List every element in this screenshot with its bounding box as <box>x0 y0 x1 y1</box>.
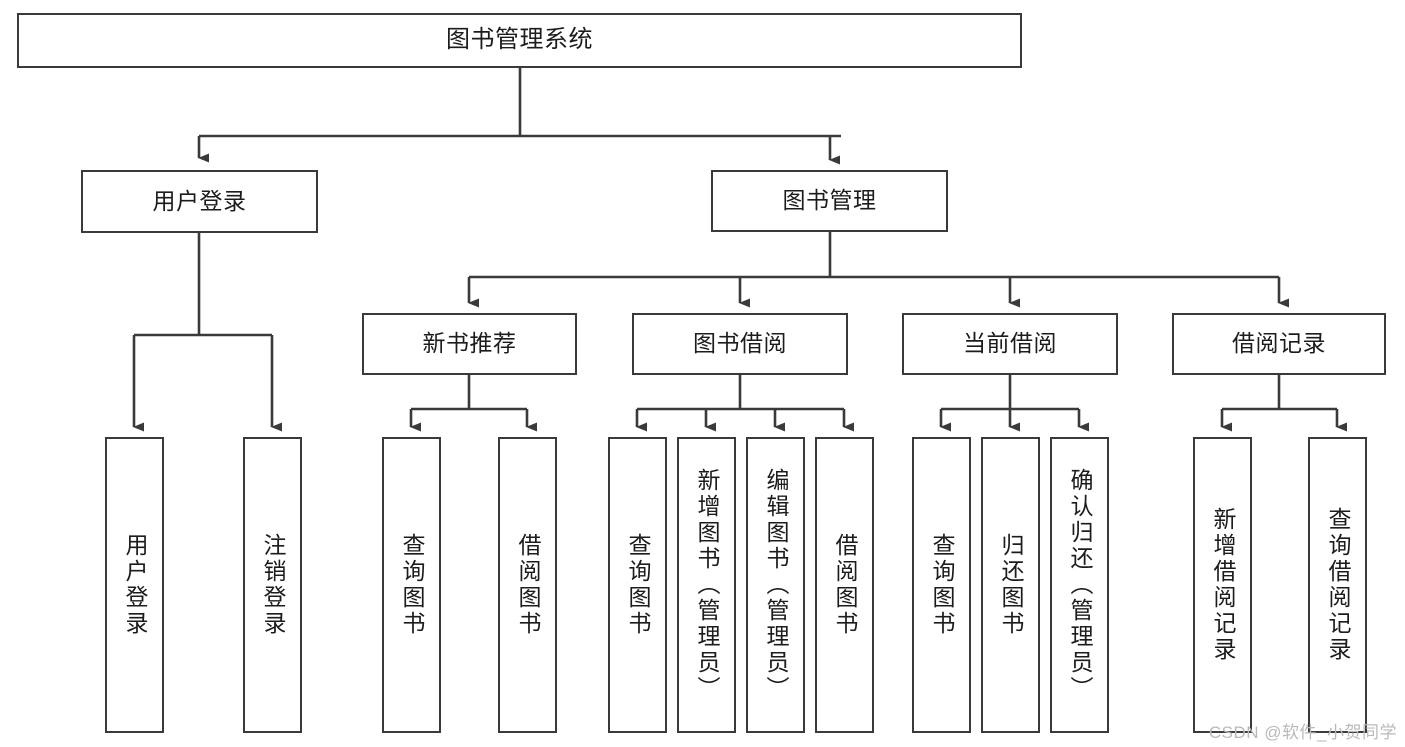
leaf-add-record[interactable]: 新增借阅记录 <box>1193 437 1252 733</box>
node-label: 当前借阅 <box>963 330 1057 357</box>
node-label: 查询图书 <box>625 533 651 637</box>
node-book-management[interactable]: 图书管理 <box>711 170 948 232</box>
leaf-user-login[interactable]: 用户登录 <box>105 437 164 733</box>
leaf-borrow-book-1[interactable]: 借阅图书 <box>498 437 557 733</box>
leaf-query-book-3[interactable]: 查询图书 <box>912 437 971 733</box>
node-label: 图书借阅 <box>693 330 787 357</box>
node-new-book-recommend[interactable]: 新书推荐 <box>362 313 577 375</box>
node-borrow-record[interactable]: 借阅记录 <box>1172 313 1386 375</box>
leaf-borrow-book-2[interactable]: 借阅图书 <box>815 437 874 733</box>
node-label: 借阅图书 <box>832 533 858 637</box>
node-label: 图书管理 <box>782 187 877 214</box>
leaf-query-book-2[interactable]: 查询图书 <box>608 437 667 733</box>
node-label: 查询图书 <box>929 533 955 637</box>
node-label: 新增借阅记录 <box>1210 507 1236 663</box>
csdn-watermark: CSDN @软件_小贺同学 <box>1208 723 1397 742</box>
leaf-edit-book[interactable]: 编辑图书（管理员） <box>746 437 805 733</box>
leaf-confirm-return[interactable]: 确认归还（管理员） <box>1050 437 1109 733</box>
node-label: 用户登录 <box>152 187 247 214</box>
node-label: 新书推荐 <box>422 330 517 357</box>
node-label: 查询借阅记录 <box>1325 507 1351 663</box>
node-user-login[interactable]: 用户登录 <box>81 170 318 233</box>
leaf-add-book[interactable]: 新增图书（管理员） <box>677 437 736 733</box>
node-label: 查询图书 <box>399 533 425 637</box>
node-book-borrow[interactable]: 图书借阅 <box>632 313 848 375</box>
leaf-query-book-1[interactable]: 查询图书 <box>382 437 441 733</box>
leaf-query-record[interactable]: 查询借阅记录 <box>1308 437 1367 733</box>
node-label: 借阅图书 <box>515 533 541 637</box>
node-label: 图书管理系统 <box>446 26 593 54</box>
node-label: 编辑图书（管理员） <box>763 468 789 702</box>
node-label: 注销登录 <box>260 533 286 637</box>
node-label: 确认归还（管理员） <box>1067 468 1093 702</box>
node-current-borrow[interactable]: 当前借阅 <box>902 313 1118 375</box>
node-label: 新增图书（管理员） <box>694 468 720 702</box>
node-label: 借阅记录 <box>1232 330 1326 357</box>
leaf-logout-login[interactable]: 注销登录 <box>243 437 302 733</box>
node-label: 归还图书 <box>998 533 1024 637</box>
leaf-return-book[interactable]: 归还图书 <box>981 437 1040 733</box>
node-label: 用户登录 <box>122 533 148 637</box>
node-root-system[interactable]: 图书管理系统 <box>17 13 1022 68</box>
